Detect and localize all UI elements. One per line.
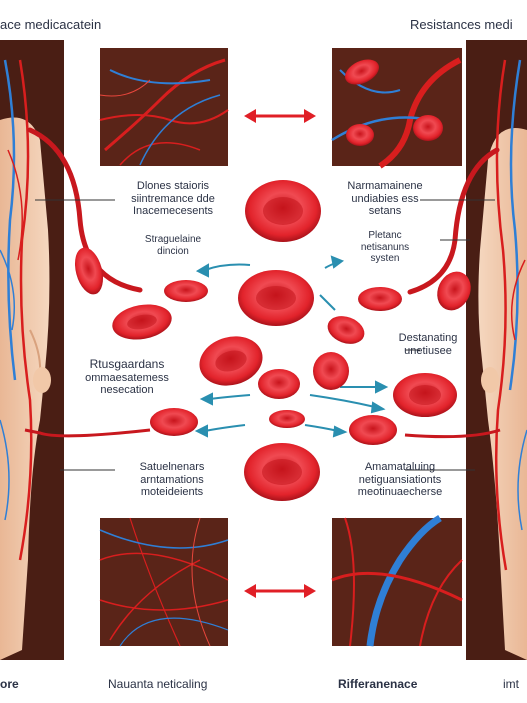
note-right: Destanating unetiusee [398, 332, 458, 357]
red-blood-cell-icon [164, 280, 208, 302]
title-top-left: ace medicacatein [0, 17, 102, 32]
red-blood-cell-icon [327, 316, 365, 344]
note-lower-right: Amamataluing netiguansiationts meotinuae… [357, 461, 443, 499]
red-blood-cell-icon [313, 352, 349, 390]
red-blood-cell-icon [269, 410, 305, 428]
callout-lines [35, 199, 495, 471]
red-blood-cell-icon [112, 304, 172, 340]
red-blood-cell-icon [199, 336, 263, 386]
bottom-label-center-right: Rifferanenace [338, 677, 418, 691]
note-upper-left: Dlones staioris siintremance dde Inaceme… [131, 180, 215, 218]
panel-top-left [99, 48, 229, 166]
red-blood-cell-icon [244, 443, 320, 501]
bottom-label-right: imt [503, 677, 519, 691]
red-blood-cells [74, 180, 471, 501]
note-mid-left: Straguelaine dincion [144, 234, 202, 257]
panel-bottom-right [331, 514, 463, 647]
double-arrow-icon [244, 109, 316, 598]
red-blood-cell-icon [238, 270, 314, 326]
bottom-label-center-left: Nauanta neticaling [108, 677, 208, 691]
right-body-figure [466, 40, 527, 660]
red-blood-cell-icon [258, 369, 300, 399]
red-blood-cell-icon [150, 408, 198, 436]
red-blood-cell-icon [74, 247, 104, 295]
panel-bottom-left [99, 517, 229, 647]
teal-arrow-icon [194, 255, 389, 438]
red-blood-cell-icon [245, 180, 321, 242]
red-blood-cell-icon [393, 373, 457, 417]
note-lower-left: Satuelnenars arntamations moteideients [139, 461, 205, 499]
red-blood-cell-icon [358, 287, 402, 311]
bottom-label-left: ore [0, 677, 19, 691]
red-blood-cell-icon [437, 271, 471, 311]
note-mid-right: Pletanc netisanuns systen [360, 230, 410, 264]
title-top-right: Resistances medi [410, 17, 513, 32]
red-blood-cell-icon [349, 415, 397, 445]
note-left: Rtusgaardans ommaesatemess nesecation [85, 357, 169, 397]
note-upper-right: Narmamainene undiabies ess setans [347, 180, 423, 218]
panel-top-right [331, 48, 462, 169]
